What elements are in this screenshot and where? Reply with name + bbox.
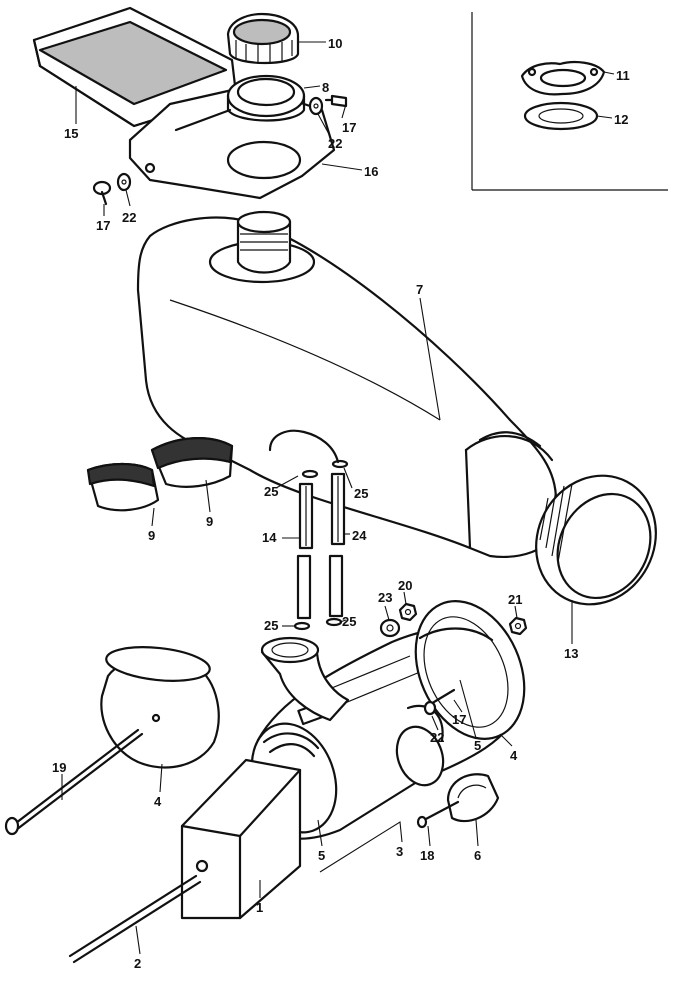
callout-9: 9	[206, 514, 213, 529]
callout-15: 15	[64, 126, 78, 141]
part-8-filler-ring	[226, 74, 306, 122]
part-13-end-ring	[535, 474, 657, 606]
leader-lines	[61, 41, 615, 955]
part-9-pad-right	[150, 437, 234, 488]
callout-5: 5	[474, 738, 481, 753]
part-11-gasket-plate	[520, 61, 606, 96]
part-19-bolt	[4, 728, 144, 836]
callout-13: 13	[564, 646, 578, 661]
callout-17: 17	[452, 712, 466, 727]
part-18-screw	[416, 800, 460, 829]
callout-19: 19	[52, 760, 66, 775]
part-23-washer	[379, 618, 401, 638]
callout-4: 4	[154, 794, 162, 809]
callout-25: 25	[354, 486, 368, 501]
callout-18: 18	[420, 848, 434, 863]
callout-5: 5	[318, 848, 325, 863]
part-7-tank	[136, 210, 558, 558]
callout-17: 17	[342, 120, 356, 135]
callout-6: 6	[474, 848, 481, 863]
part-1-block	[180, 758, 302, 920]
callout-3: 3	[396, 844, 403, 859]
callout-labels: 10 8 17 22 15 16 17 22 11 12 7 25 25 9 9…	[52, 36, 630, 971]
part-21-nut	[508, 616, 528, 636]
part-5-bands	[262, 627, 494, 758]
callout-7: 7	[416, 282, 423, 297]
part-10-filler-cap	[226, 12, 300, 65]
part-6-clamp	[446, 773, 500, 823]
elbow-pipe	[260, 636, 350, 722]
callout-9: 9	[148, 528, 155, 543]
callout-2: 2	[134, 956, 141, 971]
callout-8: 8	[322, 80, 329, 95]
part-4-end-plate-right	[414, 600, 526, 740]
callout-12: 12	[614, 112, 628, 127]
screw-17-22-lower	[423, 688, 456, 716]
inset-frame	[471, 12, 668, 191]
callout-24: 24	[352, 528, 367, 543]
callout-11: 11	[616, 68, 630, 83]
callout-25: 25	[264, 484, 278, 499]
callout-22: 22	[328, 136, 342, 151]
screw-17-top-right	[308, 94, 348, 116]
part-24-tube	[328, 472, 346, 618]
callout-10: 10	[328, 36, 342, 51]
part-20-nut	[398, 602, 418, 622]
part-9-pad-left	[86, 462, 160, 512]
callout-22: 22	[122, 210, 136, 225]
part-12-seal-ring	[523, 101, 599, 131]
callout-23: 23	[378, 590, 392, 605]
callout-21: 21	[508, 592, 522, 607]
part-2-rod	[68, 874, 202, 964]
callout-1: 1	[256, 900, 263, 915]
callout-14: 14	[262, 530, 277, 545]
callout-22: 22	[430, 730, 444, 745]
callout-16: 16	[364, 164, 378, 179]
callout-25: 25	[264, 618, 278, 633]
part-4-end-plate-left	[100, 646, 220, 769]
screw-17-top-left	[92, 172, 132, 206]
callout-25: 25	[342, 614, 356, 629]
callout-17: 17	[96, 218, 110, 233]
part-14-tube	[296, 482, 314, 620]
callout-4: 4	[510, 748, 518, 763]
callout-20: 20	[398, 578, 412, 593]
